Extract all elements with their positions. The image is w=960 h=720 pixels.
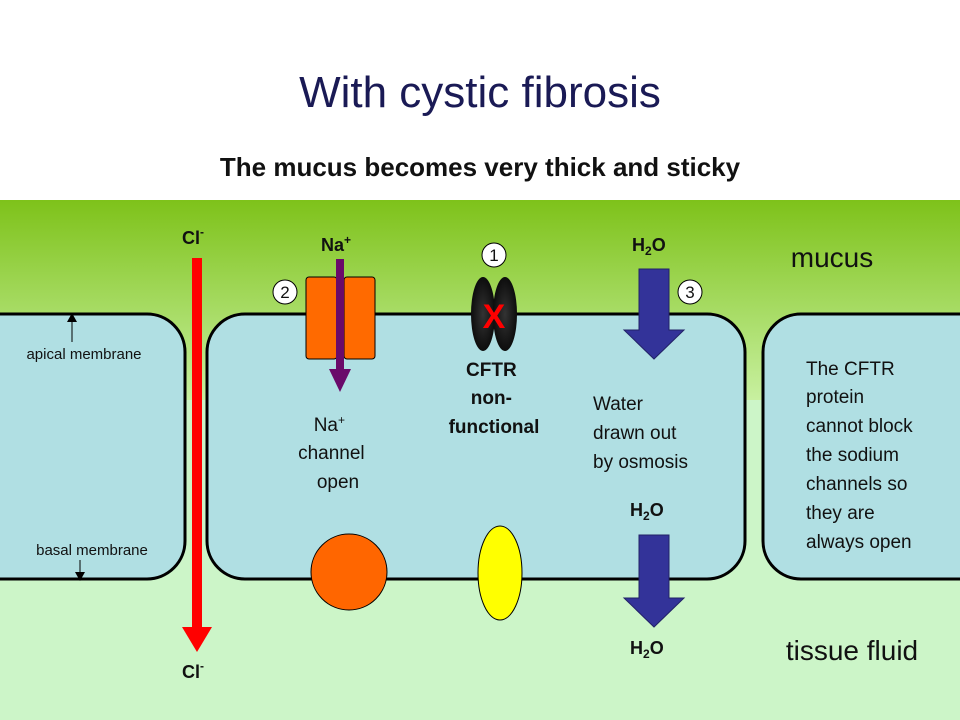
- water-osmosis-label: Water drawn out by osmosis: [593, 394, 688, 473]
- na-channel-label: Na+ channel open: [298, 408, 370, 493]
- sodium-label: Na+: [321, 233, 351, 255]
- sodium-arrow: [329, 259, 351, 392]
- na-channel-left-subunit: [305, 276, 338, 360]
- water-label-middle: H2O: [630, 500, 664, 523]
- apical-membrane-label: apical membrane: [26, 346, 141, 363]
- marker-1: 1: [481, 242, 507, 268]
- cftr-label: CFTR non- functional: [449, 360, 540, 438]
- tissue-fluid-label: tissue fluid: [786, 635, 918, 666]
- cftr-blocked-mark: X: [483, 298, 506, 336]
- basal-membrane-label: basal membrane: [36, 542, 148, 559]
- svg-text:2: 2: [280, 283, 289, 302]
- basal-pump-orange: [310, 533, 388, 611]
- water-arrow-bottom: [622, 534, 686, 628]
- mucus-label: mucus: [791, 242, 873, 273]
- water-label-bottom: H2O: [630, 638, 664, 661]
- explanation-text: The CFTR protein cannot block the sodium…: [806, 359, 918, 553]
- page-subtitle: The mucus becomes very thick and sticky: [220, 152, 741, 182]
- chloride-label-bottom: Cl-: [182, 659, 204, 682]
- svg-text:3: 3: [685, 283, 694, 302]
- page-title: With cystic fibrosis: [299, 68, 661, 117]
- cftr-protein: [471, 277, 517, 351]
- marker-2: 2: [272, 279, 298, 305]
- chloride-arrow: [182, 258, 212, 652]
- basal-pointer-arrow: [75, 560, 85, 581]
- water-label-top: H2O: [632, 235, 666, 258]
- basal-channel-yellow: [477, 525, 523, 621]
- marker-3: 3: [677, 279, 703, 305]
- svg-text:1: 1: [489, 246, 498, 265]
- na-channel-right-subunit: [343, 276, 376, 360]
- chloride-label-top: Cl-: [182, 225, 204, 248]
- apical-pointer-arrow: [67, 313, 77, 342]
- water-arrow-top: [622, 268, 686, 360]
- right-cell: [761, 312, 960, 581]
